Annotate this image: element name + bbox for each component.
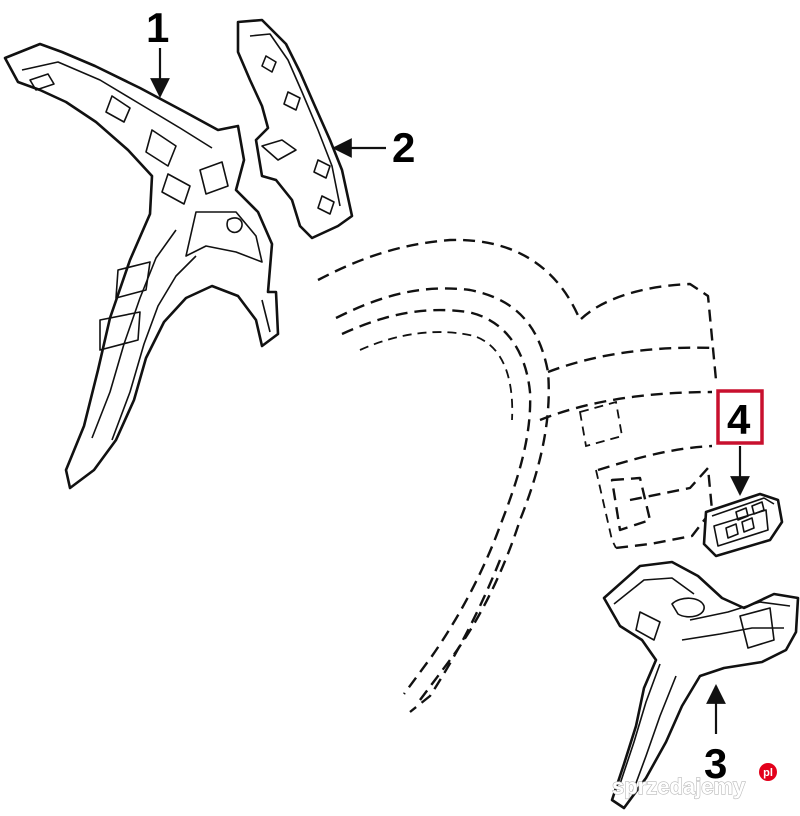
part-1-inner-wheelhouse — [3, 42, 280, 490]
part-3-wheelhouse-extension — [602, 560, 800, 810]
quarter-panel-outline — [317, 238, 718, 713]
callout-1: 1 — [146, 4, 169, 51]
callout-4: 4 — [727, 396, 751, 443]
callout-4-highlight-box — [716, 389, 764, 445]
watermark: sprzedajemy pl — [611, 763, 777, 800]
part-4-small-bracket — [702, 492, 784, 558]
part-2-bracket — [236, 18, 354, 240]
watermark-text: sprzedajemy — [612, 774, 746, 799]
callout-3: 3 — [704, 740, 727, 787]
watermark-suffix: pl — [763, 767, 773, 779]
callout-2: 2 — [392, 124, 415, 171]
watermark-badge — [759, 763, 777, 781]
